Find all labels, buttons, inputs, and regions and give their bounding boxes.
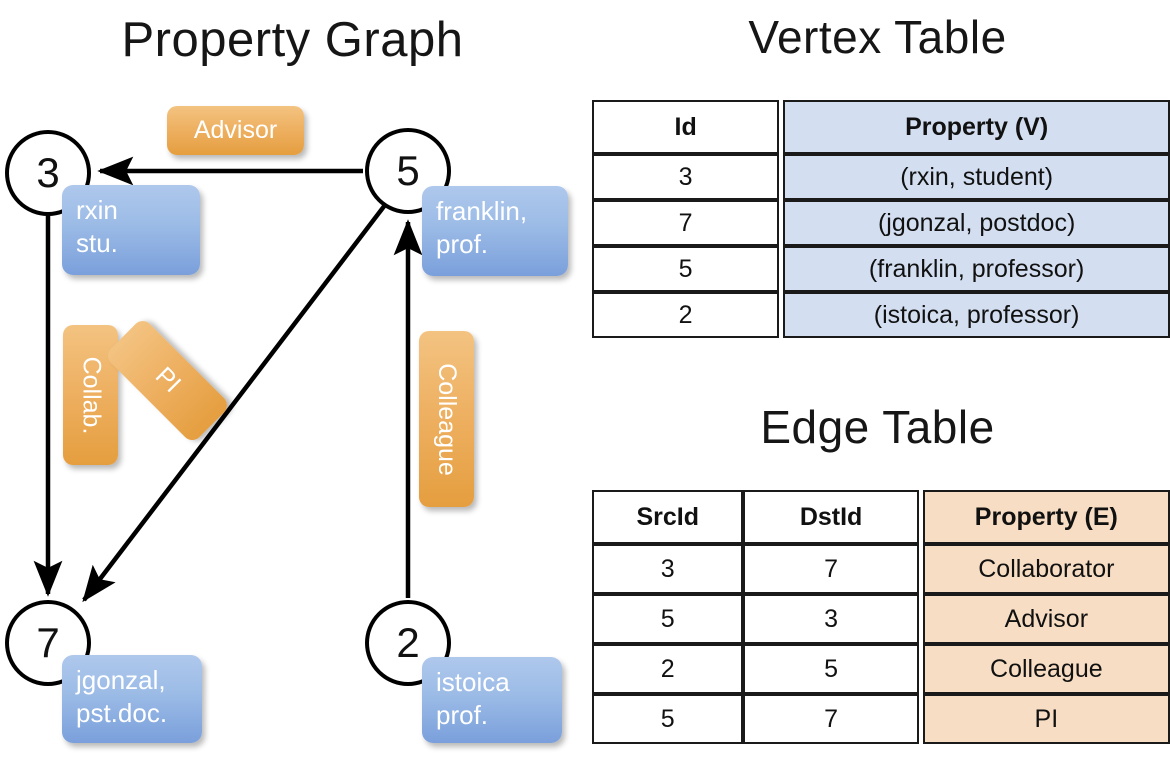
edge-table-row: 5 7 PI	[592, 694, 1170, 744]
vertex-table-cell-id: 5	[592, 246, 780, 292]
vertex-table-row: 5 (franklin, professor)	[592, 246, 1170, 292]
vertex-property-box-rxin: rxin stu.	[62, 185, 200, 275]
vertex-property-jgonzal-line1: jgonzal,	[76, 665, 166, 695]
vertex-property-istoica-line2: prof.	[436, 700, 489, 731]
edge-label-advisor: Advisor	[167, 106, 304, 155]
vertex-table-cell-property: (istoica, professor)	[783, 292, 1170, 338]
edge-label-colleague-text: Colleague	[433, 362, 461, 476]
edge-table-cell-srcid: 3	[592, 544, 744, 594]
vertex-table-cell-property: (franklin, professor)	[783, 246, 1170, 292]
property-graph-diagram: 3 5 7 2 rxin stu. franklin, prof. jgonza…	[5, 106, 568, 743]
edge-table-header-srcid: SrcId	[592, 490, 744, 544]
vertex-property-franklin-line2: prof.	[436, 229, 489, 260]
vertex-property-rxin-line1: rxin	[76, 195, 118, 225]
vertex-table-row: 3 (rxin, student)	[592, 154, 1170, 200]
edge-5-to-7	[82, 203, 387, 603]
vertex-table-header-row: Id Property (V)	[592, 100, 1170, 154]
graph-node-2[interactable]: 2	[365, 600, 451, 686]
graph-node-5[interactable]: 5	[365, 128, 451, 214]
edge-table-row: 5 3 Advisor	[592, 594, 1170, 644]
edge-table-row: 3 7 Collaborator	[592, 544, 1170, 594]
vertex-property-box-franklin: franklin, prof.	[422, 186, 568, 276]
edge-table-cell-property: PI	[922, 694, 1170, 744]
vertex-table-cell-property: (jgonzal, postdoc)	[783, 200, 1170, 246]
edge-label-collab-text: Collab.	[77, 356, 106, 434]
vertex-table-row: 2 (istoica, professor)	[592, 292, 1170, 338]
edge-table-cell-property: Advisor	[922, 594, 1170, 644]
vertex-table-cell-property: (rxin, student)	[783, 154, 1170, 200]
vertex-property-box-jgonzal: jgonzal, pst.doc.	[62, 655, 202, 743]
vertex-table-cell-id: 3	[592, 154, 780, 200]
vertex-table-header-property: Property (V)	[783, 100, 1170, 154]
edge-table-cell-srcid: 2	[592, 644, 744, 694]
page-title-property-graph: Property Graph	[121, 13, 464, 67]
edge-table-cell-property: Collaborator	[922, 544, 1170, 594]
edge-table: SrcId DstId Property (E) 3 7 Collaborato…	[592, 490, 1170, 744]
edge-table-header-row: SrcId DstId Property (E)	[592, 490, 1170, 544]
vertex-property-rxin-line2: stu.	[76, 228, 118, 259]
edge-table-cell-dstid: 7	[743, 694, 919, 744]
edge-table-cell-dstid: 5	[743, 644, 919, 694]
vertex-property-franklin-line1: franklin,	[436, 196, 528, 226]
edge-table-row: 2 5 Colleague	[592, 644, 1170, 694]
page-title-edge-table: Edge Table	[760, 401, 995, 453]
vertex-property-jgonzal-line2: pst.doc.	[76, 698, 168, 729]
page-title-vertex-table: Vertex Table	[748, 11, 1007, 63]
edge-table-cell-dstid: 7	[743, 544, 919, 594]
graph-node-7-label: 7	[36, 619, 60, 666]
graph-node-2-label: 2	[396, 619, 420, 666]
graph-edges-layer	[33, 156, 423, 603]
vertex-table: Id Property (V) 3 (rxin, student) 7 (jgo…	[592, 100, 1170, 338]
edge-label-colleague: Colleague	[419, 331, 474, 507]
edge-table-cell-srcid: 5	[592, 594, 744, 644]
vertex-table-cell-id: 7	[592, 200, 780, 246]
vertex-table-header-id: Id	[592, 100, 780, 154]
edge-table-cell-srcid: 5	[592, 694, 744, 744]
vertex-property-istoica-line1: istoica	[436, 667, 510, 697]
vertex-table-cell-id: 2	[592, 292, 780, 338]
graph-node-3-label: 3	[36, 149, 60, 196]
edge-table-cell-dstid: 3	[743, 594, 919, 644]
edge-table-header-property: Property (E)	[922, 490, 1170, 544]
edge-table-cell-property: Colleague	[922, 644, 1170, 694]
vertex-property-box-istoica: istoica prof.	[422, 657, 562, 743]
edge-label-pi-text: PI	[149, 361, 187, 399]
edge-label-collab: Collab.	[63, 325, 118, 465]
graph-node-5-label: 5	[396, 147, 420, 194]
vertex-table-row: 7 (jgonzal, postdoc)	[592, 200, 1170, 246]
edge-table-header-dstid: DstId	[743, 490, 919, 544]
edge-label-advisor-text: Advisor	[193, 116, 278, 144]
